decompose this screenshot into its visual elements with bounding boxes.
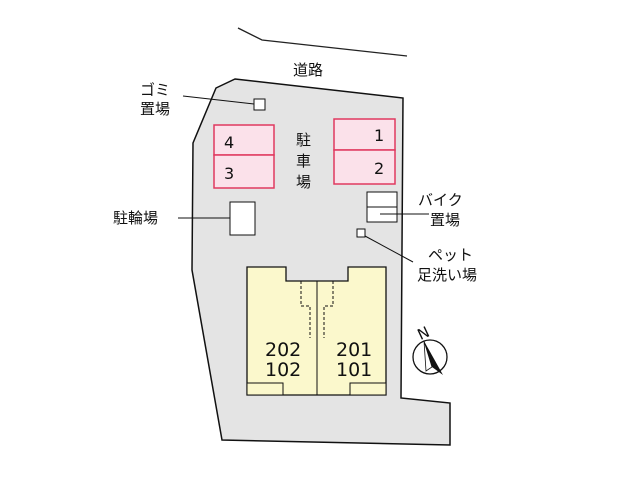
stair-outline-left xyxy=(300,281,311,338)
garbage-area xyxy=(253,98,266,111)
parking-label-char-3: 場 xyxy=(296,173,311,191)
garbage-leader-line xyxy=(182,95,255,105)
road-label: 道路 xyxy=(293,61,323,79)
bicycle-parking-label: 駐輪場 xyxy=(113,209,158,227)
pet-wash-label-line2: 足洗い場 xyxy=(417,266,477,284)
motorbike-parking-label-line1: バイク xyxy=(418,191,463,209)
north-compass-icon xyxy=(412,339,448,375)
parking-space-1 xyxy=(333,118,396,151)
parking-space-4 xyxy=(213,124,275,156)
road-edge-line xyxy=(237,27,408,57)
parking-space-2 xyxy=(333,149,396,185)
unit-label-102: 102 xyxy=(265,359,301,381)
parking-space-2-number: 2 xyxy=(374,159,384,178)
pet-wash-label-line1: ペット xyxy=(428,246,473,264)
entrance-right xyxy=(349,382,387,396)
parking-space-3-number: 3 xyxy=(224,164,234,183)
garbage-label-line1: ゴミ xyxy=(140,81,170,99)
bicycle-parking-area xyxy=(229,201,256,236)
entrance-left xyxy=(246,382,284,396)
parking-label-char-1: 駐 xyxy=(296,131,311,149)
parking-space-4-number: 4 xyxy=(224,133,234,152)
garbage-label-line2: 置場 xyxy=(140,100,170,118)
motorbike-parking-label-line2: 置場 xyxy=(430,211,460,229)
pet-wash-leader-line xyxy=(364,235,414,263)
stair-outline-right xyxy=(323,281,334,338)
unit-label-202: 202 xyxy=(265,339,301,361)
parking-space-3 xyxy=(213,154,275,189)
parking-label-char-2: 車 xyxy=(296,152,311,170)
pet-wash-area xyxy=(356,228,366,238)
parking-space-1-number: 1 xyxy=(374,126,384,145)
unit-label-201: 201 xyxy=(336,339,372,361)
unit-label-101: 101 xyxy=(336,359,372,381)
